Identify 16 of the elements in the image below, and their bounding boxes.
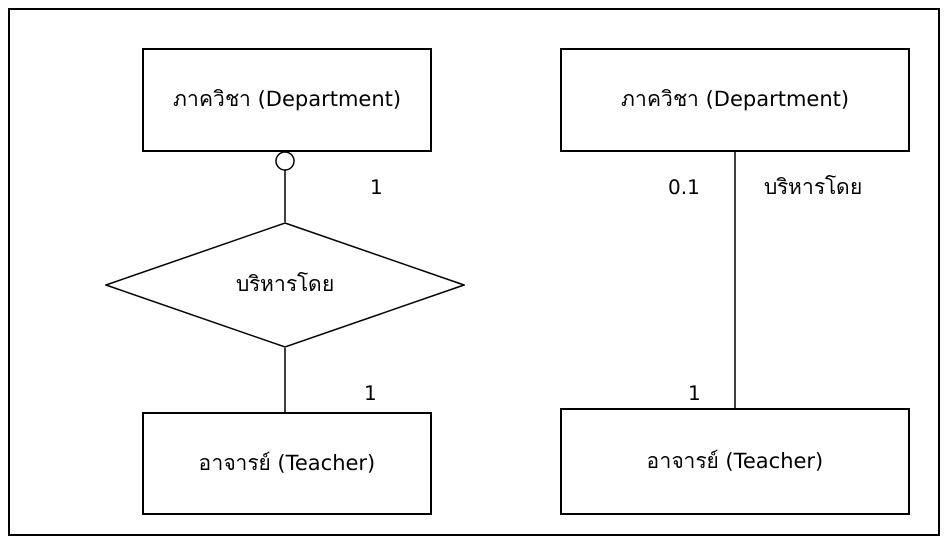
connector-line <box>734 152 736 408</box>
entity-box <box>142 412 432 515</box>
cardinality-label: 0.1 <box>668 174 700 201</box>
entity-box <box>560 408 910 515</box>
cardinality-label: 1 <box>364 380 377 407</box>
entity-box <box>142 48 432 152</box>
connector-line <box>284 348 286 412</box>
relationship-name: บริหารโดย <box>236 271 334 298</box>
entity-name: ภาควิชา (Department) <box>620 86 850 114</box>
entity-name: อาจารย์ (Teacher) <box>646 448 824 475</box>
entity-box <box>560 48 910 152</box>
entity-name: อาจารย์ (Teacher) <box>198 450 376 477</box>
cardinality-label: 1 <box>370 174 383 201</box>
entity-name: ภาควิชา (Department) <box>172 86 402 114</box>
cardinality-label: 1 <box>688 380 701 407</box>
connector-line <box>275 151 295 222</box>
